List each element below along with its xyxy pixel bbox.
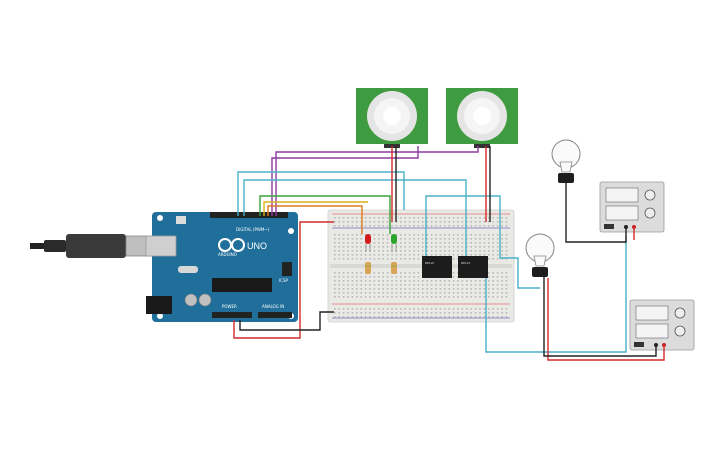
power-header[interactable]	[212, 312, 252, 318]
wire-black-2[interactable]	[565, 183, 627, 243]
digital-header[interactable]	[210, 212, 288, 218]
usb-cable-icon	[30, 234, 157, 258]
header-digital-label: DIGITAL (PWM~)	[236, 227, 270, 232]
svg-text:RELAY: RELAY	[425, 261, 435, 265]
wire-teal-4[interactable]	[485, 236, 627, 353]
wire-purple-2[interactable]	[275, 146, 479, 216]
wire-red-3[interactable]	[233, 221, 334, 339]
atmega-chip	[212, 278, 272, 292]
led-red[interactable]	[365, 234, 371, 252]
breadboard[interactable]	[327, 209, 515, 323]
resistor-1[interactable]	[365, 262, 371, 274]
reset-button[interactable]	[176, 216, 186, 224]
dc-jack	[146, 296, 172, 314]
arduino-uno-board[interactable]: DIGITAL (PWM~) UNO ARDUINO ICSP POWER AN…	[145, 212, 298, 322]
wire-teal-2[interactable]	[243, 179, 467, 256]
wire-orange[interactable]	[267, 205, 363, 234]
icsp-label: ICSP	[279, 278, 289, 283]
wire-yellow[interactable]	[263, 201, 368, 216]
relay-1[interactable]: RELAY	[422, 256, 452, 278]
pir-sensor-2[interactable]	[446, 88, 518, 148]
arduino-logo-icon	[218, 238, 245, 252]
analog-header[interactable]	[258, 312, 292, 318]
wire-teal-1[interactable]	[237, 171, 405, 216]
model-label: UNO	[247, 241, 267, 251]
pir-sensor-1[interactable]	[356, 88, 428, 148]
wire-black-1[interactable]	[239, 311, 334, 331]
led-green[interactable]	[391, 234, 397, 252]
power-supply-1[interactable]	[599, 181, 665, 233]
light-bulb-1[interactable]	[551, 139, 581, 183]
wires	[233, 146, 665, 361]
svg-text:RELAY: RELAY	[461, 261, 471, 265]
usb-port	[145, 235, 177, 257]
wire-red-5[interactable]	[547, 278, 665, 361]
brand-label: ARDUINO	[218, 252, 237, 257]
wire-black-3[interactable]	[543, 277, 657, 357]
power-supply-2[interactable]	[629, 299, 695, 351]
light-bulb-2[interactable]	[525, 233, 555, 277]
resistor-2[interactable]	[391, 262, 397, 274]
header-power-label: POWER	[222, 304, 237, 309]
header-analog-label: ANALOG IN	[262, 304, 284, 309]
wire-green[interactable]	[259, 195, 391, 234]
wire-teal-3[interactable]	[425, 195, 540, 289]
relay-2[interactable]: RELAY	[458, 256, 488, 278]
